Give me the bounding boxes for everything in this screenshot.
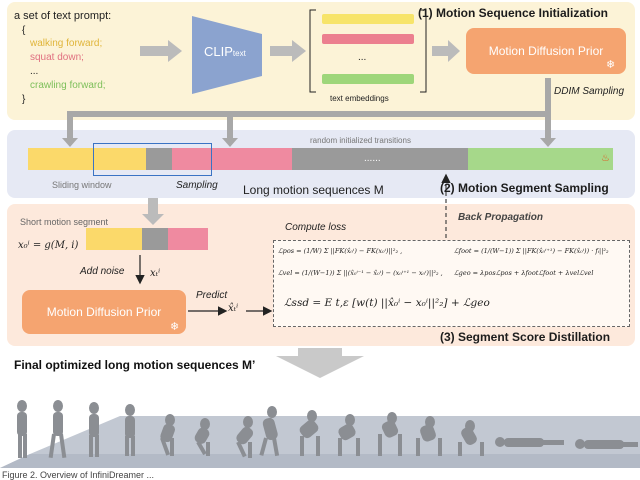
motion-diffusion-prior-bottom: Motion Diffusion Prior [22,290,186,334]
seq-segment-walking [28,148,146,170]
section-title-sampling: (2) Motion Segment Sampling [440,181,609,195]
prompt-item-walking: walking forward; [30,38,103,49]
clip-label: CLIPtext [204,44,246,59]
text-embeddings-label: text embeddings [330,94,389,103]
arrow-to-final [276,348,364,378]
arrow-clip-to-embeddings [270,40,306,62]
sliding-window-frame [93,143,212,176]
embedding-ellipsis: ... [358,52,367,63]
back-propagation-label: Back Propagation [458,212,544,223]
arrow-embeddings-to-prior [432,40,460,62]
final-sequence-label: Final optimized long motion sequences M’ [14,358,256,372]
long-sequence-label: Long motion sequences M [243,183,384,197]
loss-pos: ℒpos = (1/W) Σ ||FK(x̂₀ⁱ) − FK(x₀ⁱ)||²₂ … [278,247,403,255]
embedding-bar-walking [322,14,414,24]
loss-foot: ℒfoot = (1/(W−1)) Σ ||FK(x̂₀ⁱ⁺¹) − FK(x̂… [454,247,609,255]
ddim-sampling-label: DDIM Sampling [554,86,625,97]
sampling-label: Sampling [176,180,218,191]
snowflake-icon: ❄ [606,59,616,71]
xhat-symbol: x̂ₜⁱ [228,303,239,314]
figure-caption: Figure 2. Overview of InfiniDreamer ... [2,470,155,480]
short-seg-transition [142,228,168,250]
sequence-ellipsis: ...... [364,153,381,164]
ddim-distribution-arrows [67,78,551,140]
ddim-arrowheads [62,138,556,147]
prompt-item-squat: squat down; [30,52,84,63]
prompt-item-crawling: crawling forward; [30,80,106,91]
sliding-window-label: Sliding window [52,180,112,190]
short-seg-walking [86,228,142,250]
prompt-item-ellipsis: ... [30,66,39,77]
seq-segment-squat [172,148,292,170]
short-seg-squat [168,228,208,250]
seq-segment-crawling [468,148,613,170]
seq-transition-1 [146,148,172,170]
add-noise-label: Add noise [80,266,125,277]
section-title-distillation: (3) Segment Score Distillation [440,330,611,344]
arrow-prompt-to-clip [140,40,182,62]
embedding-bracket-left [309,9,316,93]
prompt-title: a set of text prompt: [14,10,112,22]
transitions-label: random initialized transitions [310,136,411,145]
embedding-bar-crawling [322,74,414,84]
fire-icon: ♨ [601,153,610,164]
loss-geo: ℒgeo = λposℒpos + λfootℒfoot + λvelℒvel [454,269,594,277]
prompt-open-brace: { [22,25,26,36]
embedding-bar-squat [322,34,414,44]
prompt-close-brace: } [22,94,26,105]
snowflake-icon: ❄ [170,321,180,333]
final-motion-illustration [0,400,640,468]
embedding-bracket-right [420,9,427,93]
compute-loss-label: Compute loss [285,222,347,233]
xt-symbol: xₜⁱ [150,268,161,279]
seq-transition-2 [292,148,468,170]
motion-diffusion-prior-top: Motion Diffusion Prior [466,28,626,74]
x0-equation: x₀ⁱ = g(M, i) [18,240,79,251]
section-title-initialization: (1) Motion Sequence Initialization [418,6,609,20]
short-segment-label: Short motion segment [20,217,109,227]
loss-vel: ℒvel = (1/(W−1)) Σ ||(x̂₀ⁱ⁻¹ − x̂₀ⁱ) − (… [278,269,443,277]
clip-encoder-shape [192,16,262,94]
predict-label: Predict [196,290,228,301]
motion-figures [17,400,638,459]
arrow-sampling-to-segment [142,198,164,225]
loss-ssd: ℒssd = E t,ε [w(t) ||x̂₀ⁱ − x₀ⁱ||²₂] + ℒ… [284,297,490,309]
loss-box: ℒpos = (1/W) Σ ||FK(x̂₀ⁱ) − FK(x₀ⁱ)||²₂ … [273,240,630,327]
